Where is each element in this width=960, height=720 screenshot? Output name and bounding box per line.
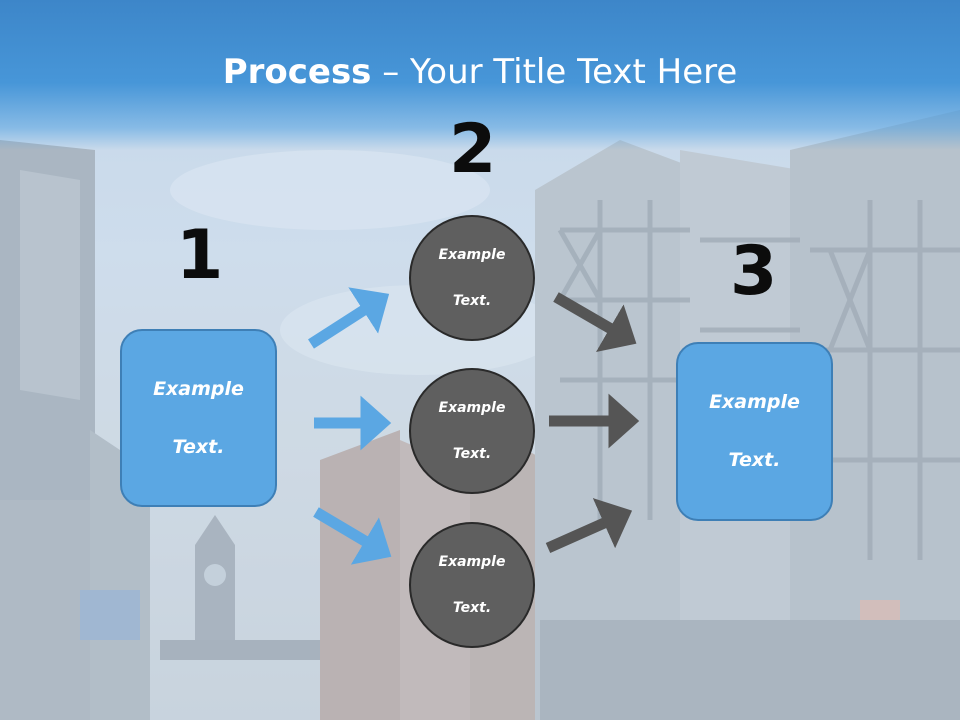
circle-3-line2: Text.: [452, 599, 492, 616]
circle-2-line2: Text.: [452, 445, 492, 462]
box-left-line1: Example: [153, 377, 244, 400]
box-right-line2: Text.: [728, 449, 781, 471]
circle-3-line1: Example: [438, 553, 506, 570]
box-left-line2: Text.: [172, 435, 225, 458]
title-rest: – Your Title Text Here: [371, 52, 738, 92]
circle-1-line1: Example: [438, 246, 506, 263]
arrow-box1-to-circle1: [308, 287, 390, 349]
step-number-1: 1: [176, 216, 224, 295]
title-band: [0, 0, 960, 150]
step-number-3: 3: [730, 232, 778, 311]
circle-1-line2: Text.: [452, 292, 492, 309]
title-bold: Process: [222, 52, 372, 92]
circle-2-line1: Example: [438, 399, 506, 416]
arrow-circle3-to-box3: [545, 498, 633, 554]
step-number-2: 2: [449, 110, 497, 189]
arrow-circle1-to-box3: [553, 292, 637, 352]
slide-title: Process – Your Title Text Here: [0, 52, 960, 92]
box-right-line1: Example: [709, 391, 800, 413]
arrow-box1-to-circle3: [313, 507, 392, 565]
